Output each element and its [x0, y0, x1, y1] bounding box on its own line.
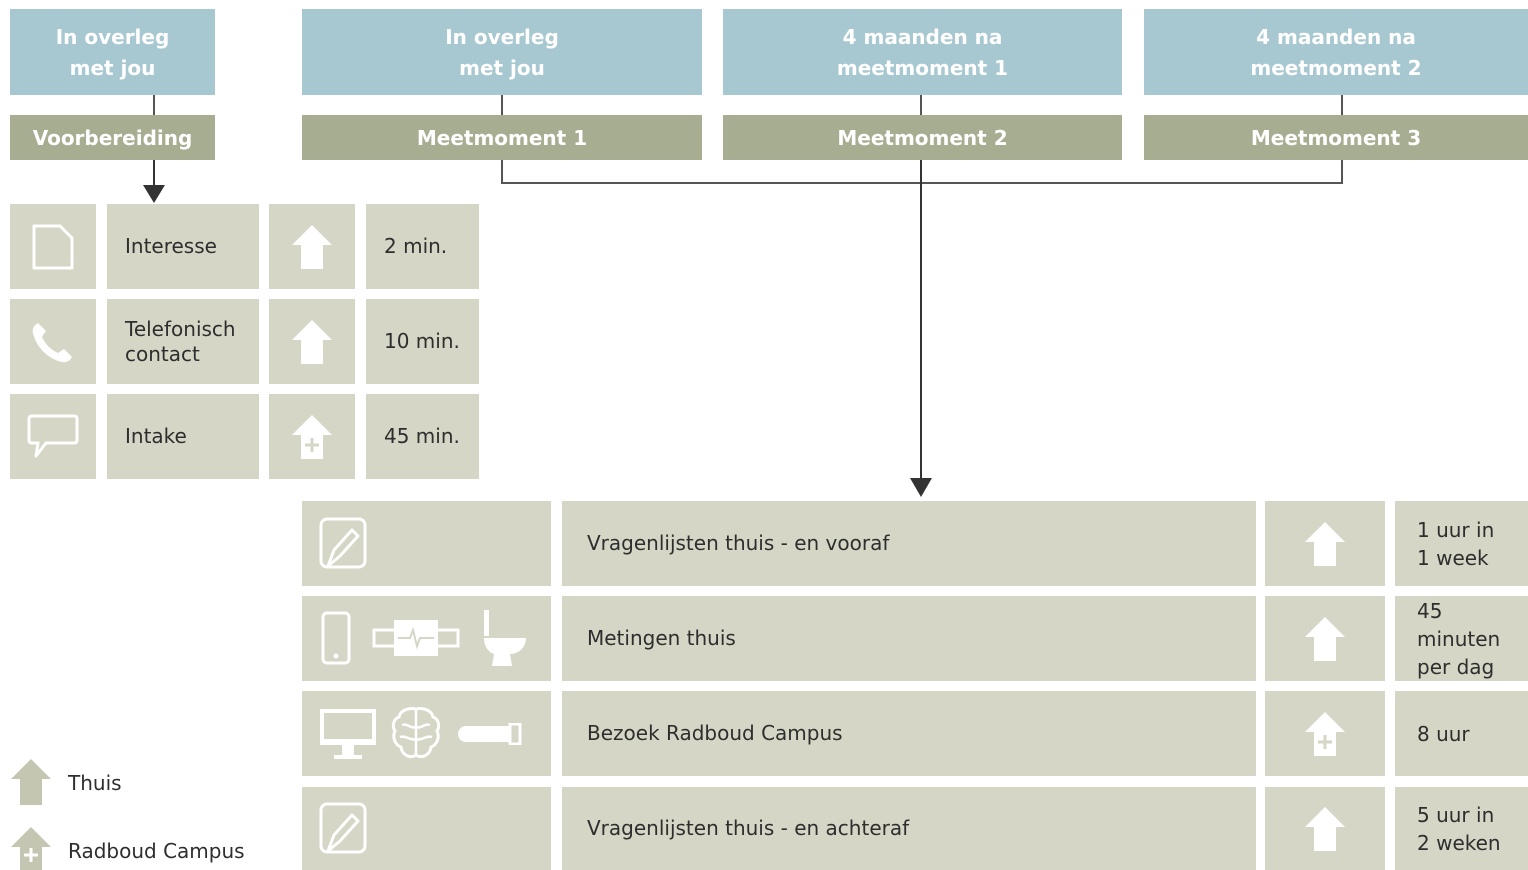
prep-step-time: 10 min. — [366, 299, 479, 384]
campus-icon — [11, 827, 51, 870]
col0-timing: In overleg met jou — [10, 9, 215, 95]
prep-arrow-head — [143, 185, 165, 203]
sensor-band-icon — [372, 620, 460, 656]
monitor-icon — [320, 709, 376, 759]
measure-step-time: 5 uur in 2 weken — [1395, 787, 1528, 870]
measure-arrow-head — [910, 478, 932, 497]
smartphone-icon — [321, 611, 351, 665]
prep-step-time: 45 min. — [366, 394, 479, 479]
measure-step-label: Vragenlijsten thuis - en achteraf — [562, 787, 1256, 870]
speech-bubble-icon — [10, 394, 96, 479]
brain-icon — [391, 707, 441, 759]
toilet-icon — [484, 610, 526, 666]
prep-step-label: Interesse — [107, 204, 259, 289]
home-icon — [269, 204, 355, 289]
test-tube-icon — [458, 723, 522, 745]
measure-step-label: Bezoek Radboud Campus — [562, 691, 1256, 776]
measure-step-label: Vragenlijsten thuis - en vooraf — [562, 501, 1256, 586]
measure-icons-cell — [302, 501, 551, 586]
home-icon — [1265, 501, 1385, 586]
campus-icon — [1265, 691, 1385, 776]
document-icon — [10, 204, 96, 289]
legend-label-home: Thuis — [68, 771, 122, 795]
col2-timing: 4 maanden na meetmoment 1 — [723, 9, 1122, 95]
col1-phase: Meetmoment 1 — [302, 115, 702, 160]
measure-icons-cell — [302, 596, 551, 681]
pencil-note-icon — [319, 802, 367, 854]
measure-step-time: 45 minuten per dag — [1395, 596, 1528, 681]
measure-step-time: 8 uur — [1395, 691, 1528, 776]
col0-phase: Voorbereiding — [10, 115, 215, 160]
prep-step-label: Telefonisch contact — [107, 299, 259, 384]
col2-phase: Meetmoment 2 — [723, 115, 1122, 160]
col1-timing: In overleg met jou — [302, 9, 702, 95]
prep-step-label: Intake — [107, 394, 259, 479]
home-icon — [1265, 596, 1385, 681]
home-icon — [269, 299, 355, 384]
col3-phase: Meetmoment 3 — [1144, 115, 1528, 160]
home-icon — [11, 759, 51, 805]
pencil-note-icon — [319, 517, 367, 569]
legend-label-campus: Radboud Campus — [68, 839, 245, 863]
measure-step-label: Metingen thuis — [562, 596, 1256, 681]
phone-icon — [10, 299, 96, 384]
measure-icons-cell — [302, 787, 551, 870]
prep-step-time: 2 min. — [366, 204, 479, 289]
measure-icons-cell — [302, 691, 551, 776]
home-icon — [1265, 787, 1385, 870]
measure-step-time: 1 uur in 1 week — [1395, 501, 1528, 586]
campus-icon — [269, 394, 355, 479]
col3-timing: 4 maanden na meetmoment 2 — [1144, 9, 1528, 95]
